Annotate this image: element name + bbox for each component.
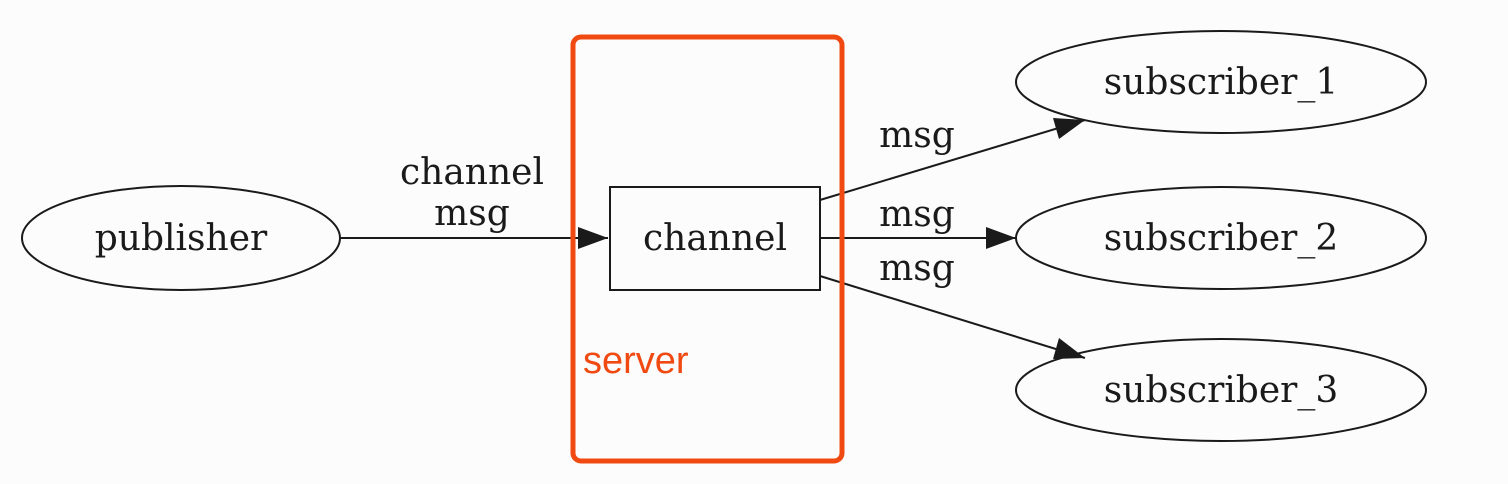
edge-label-publisher-channel-line1: channel [400,152,544,193]
node-publisher-label: publisher [95,218,268,259]
edge-label-channel-subscriber-3: msg [879,248,955,289]
server-label: server [583,340,689,382]
node-subscriber-3-shape [1015,338,1427,442]
node-subscriber-1: subscriber_1 [1015,30,1427,134]
server-highlight: server [570,34,845,464]
edge-label-channel-subscriber-2: msg [879,194,955,235]
node-subscriber-2-shape [1015,186,1427,290]
node-subscriber-1-shape [1015,30,1427,134]
node-channel-shape [609,186,821,291]
node-subscriber-3: subscriber_3 [1015,338,1427,442]
server-highlight-box [570,34,845,464]
edge-channel-subscriber-1 [819,119,1086,201]
arrowhead-publisher-channel [578,227,608,249]
arrowhead-channel-subscriber-2 [986,227,1016,249]
node-publisher: publisher [21,185,341,291]
node-subscriber-2-label: subscriber_2 [1104,218,1339,259]
node-channel: channel [609,186,821,291]
node-subscriber-1-label: subscriber_1 [1104,62,1339,103]
node-subscriber-3-label: subscriber_3 [1104,370,1339,411]
edge-labels: channel msg msg msg msg [400,115,955,289]
arrowhead-channel-subscriber-1 [1053,118,1085,139]
edge-label-publisher-channel-line2: msg [434,193,510,234]
edge-channel-subscriber-3 [819,275,1086,359]
node-channel-label: channel [643,218,787,259]
node-publisher-shape [21,185,341,291]
node-subscriber-2: subscriber_2 [1015,186,1427,290]
edge-label-channel-subscriber-1: msg [879,115,955,156]
